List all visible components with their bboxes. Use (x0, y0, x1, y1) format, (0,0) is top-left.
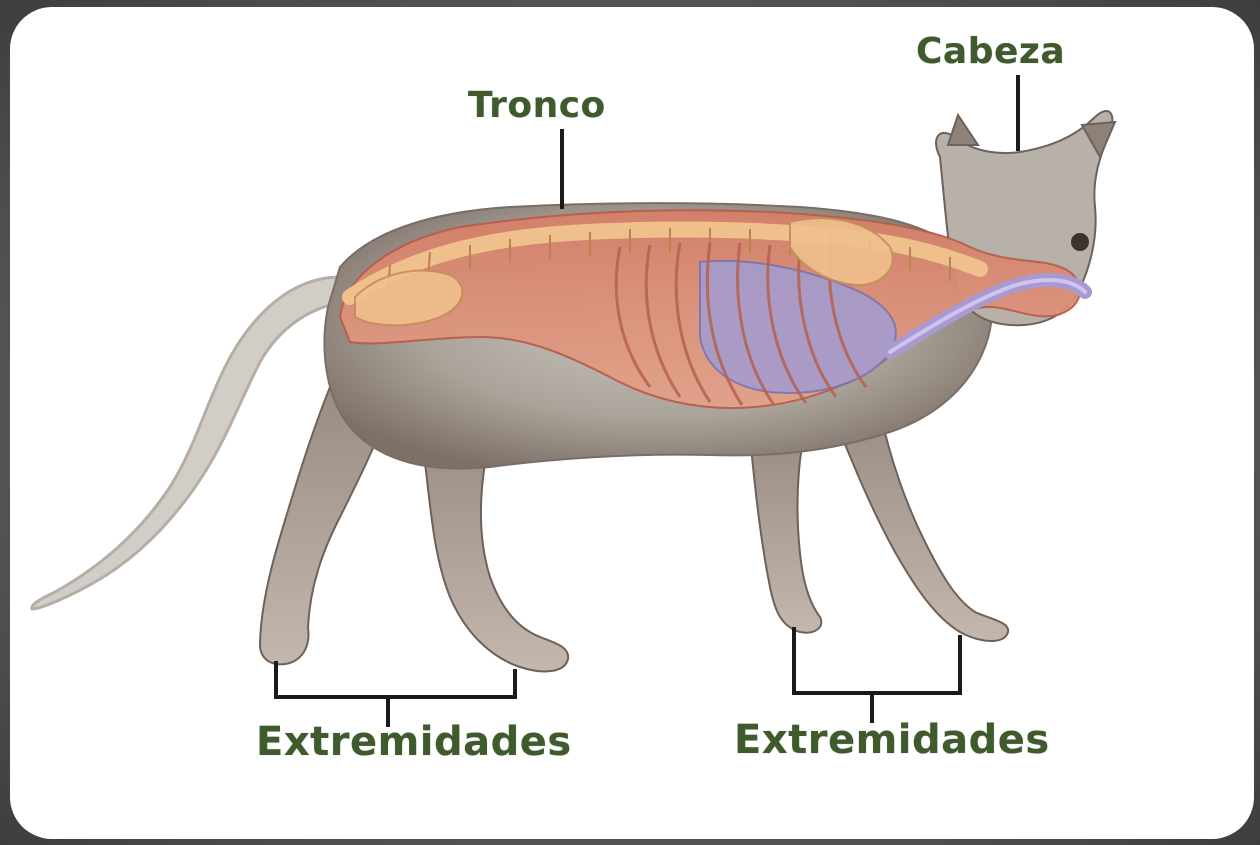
head-label: Cabeza (916, 31, 1065, 72)
limbs-left-label: Extremidades (256, 719, 572, 765)
cat-eye (1071, 233, 1089, 251)
cat-anatomy-illustration (10, 7, 1254, 839)
cat-ear-left (948, 115, 978, 145)
trunk-label: Tronco (468, 85, 606, 126)
diagram-card: Tronco Cabeza Extremidades Extremidades (10, 7, 1254, 839)
limbs-left-bracket (276, 663, 515, 697)
limbs-right-label: Extremidades (734, 717, 1050, 763)
limbs-right-bracket (794, 629, 960, 693)
front-leg-back (750, 432, 821, 633)
